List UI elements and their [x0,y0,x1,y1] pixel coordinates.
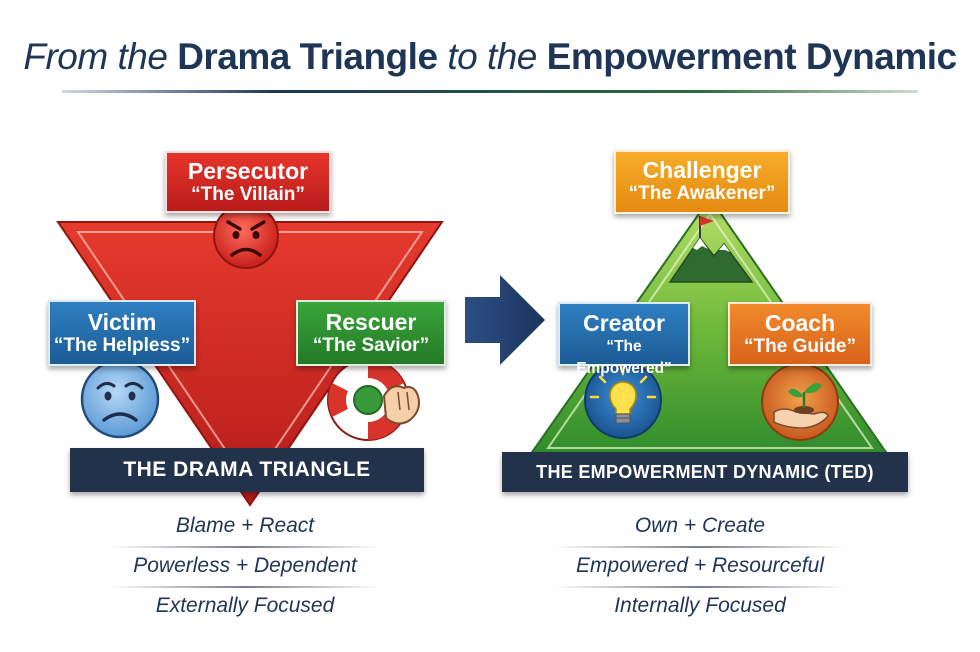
title-part-3: to the [447,36,537,77]
lightbulb-icon [584,361,662,439]
drama-trait: Externally Focused [155,594,335,617]
ted-trait: Internally Focused [614,594,786,617]
title-part-1: From the [23,36,168,77]
empowerment-dynamic-banner: THE EMPOWERMENT DYNAMIC (TED) [502,452,908,492]
trait-divider [110,586,380,588]
challenger-label: Challenger “The Awakener” [614,150,790,214]
ted-trait: Own + Create [634,514,766,537]
victim-label: Victim “The Helpless” [48,300,196,366]
title-part-2: Drama Triangle [177,36,438,77]
persecutor-nickname: “The Villain” [191,184,305,205]
life-ring-hand-icon [327,359,420,441]
drama-triangle-banner: THE DRAMA TRIANGLE [70,448,424,492]
title-divider [62,90,918,93]
ted-trait: Empowered + Resourceful [575,554,825,577]
mountain-flag-icon [668,216,754,283]
drama-traits-list: Blame + React Powerless + Dependent Exte… [110,508,380,626]
creator-label: Creator “The Empowered” [558,302,690,377]
coach-label: Coach “The Guide” [728,302,872,366]
drama-trait: Powerless + Dependent [133,554,357,577]
coach-role: Coach [764,310,836,336]
angry-face-icon [213,203,279,269]
sad-face-icon [80,359,160,439]
page-title: From the Drama Triangle to the Empowerme… [0,36,980,78]
rescuer-role: Rescuer [325,309,417,335]
coach-nickname: “The Guide” [744,336,856,357]
drama-trait: Blame + React [175,514,315,537]
persecutor-role: Persecutor [187,158,309,184]
victim-role: Victim [87,309,157,335]
title-part-4: Empowerment Dynamic [546,36,957,77]
trait-divider [552,546,848,548]
rescuer-nickname: “The Savior” [312,335,430,356]
victim-nickname: “The Helpless” [53,335,191,356]
creator-role: Creator [583,310,665,336]
creator-nickname: “The Empowered” [576,338,672,377]
right-arrow-icon [465,275,545,365]
hand-sprout-icon [761,363,839,441]
persecutor-label: Persecutor “The Villain” [165,151,331,213]
trait-divider [552,586,848,588]
rescuer-label: Rescuer “The Savior” [296,300,446,366]
challenger-role: Challenger [642,157,762,183]
ted-traits-list: Own + Create Empowered + Resourceful Int… [552,508,848,626]
challenger-nickname: “The Awakener” [628,183,776,204]
trait-divider [110,546,380,548]
